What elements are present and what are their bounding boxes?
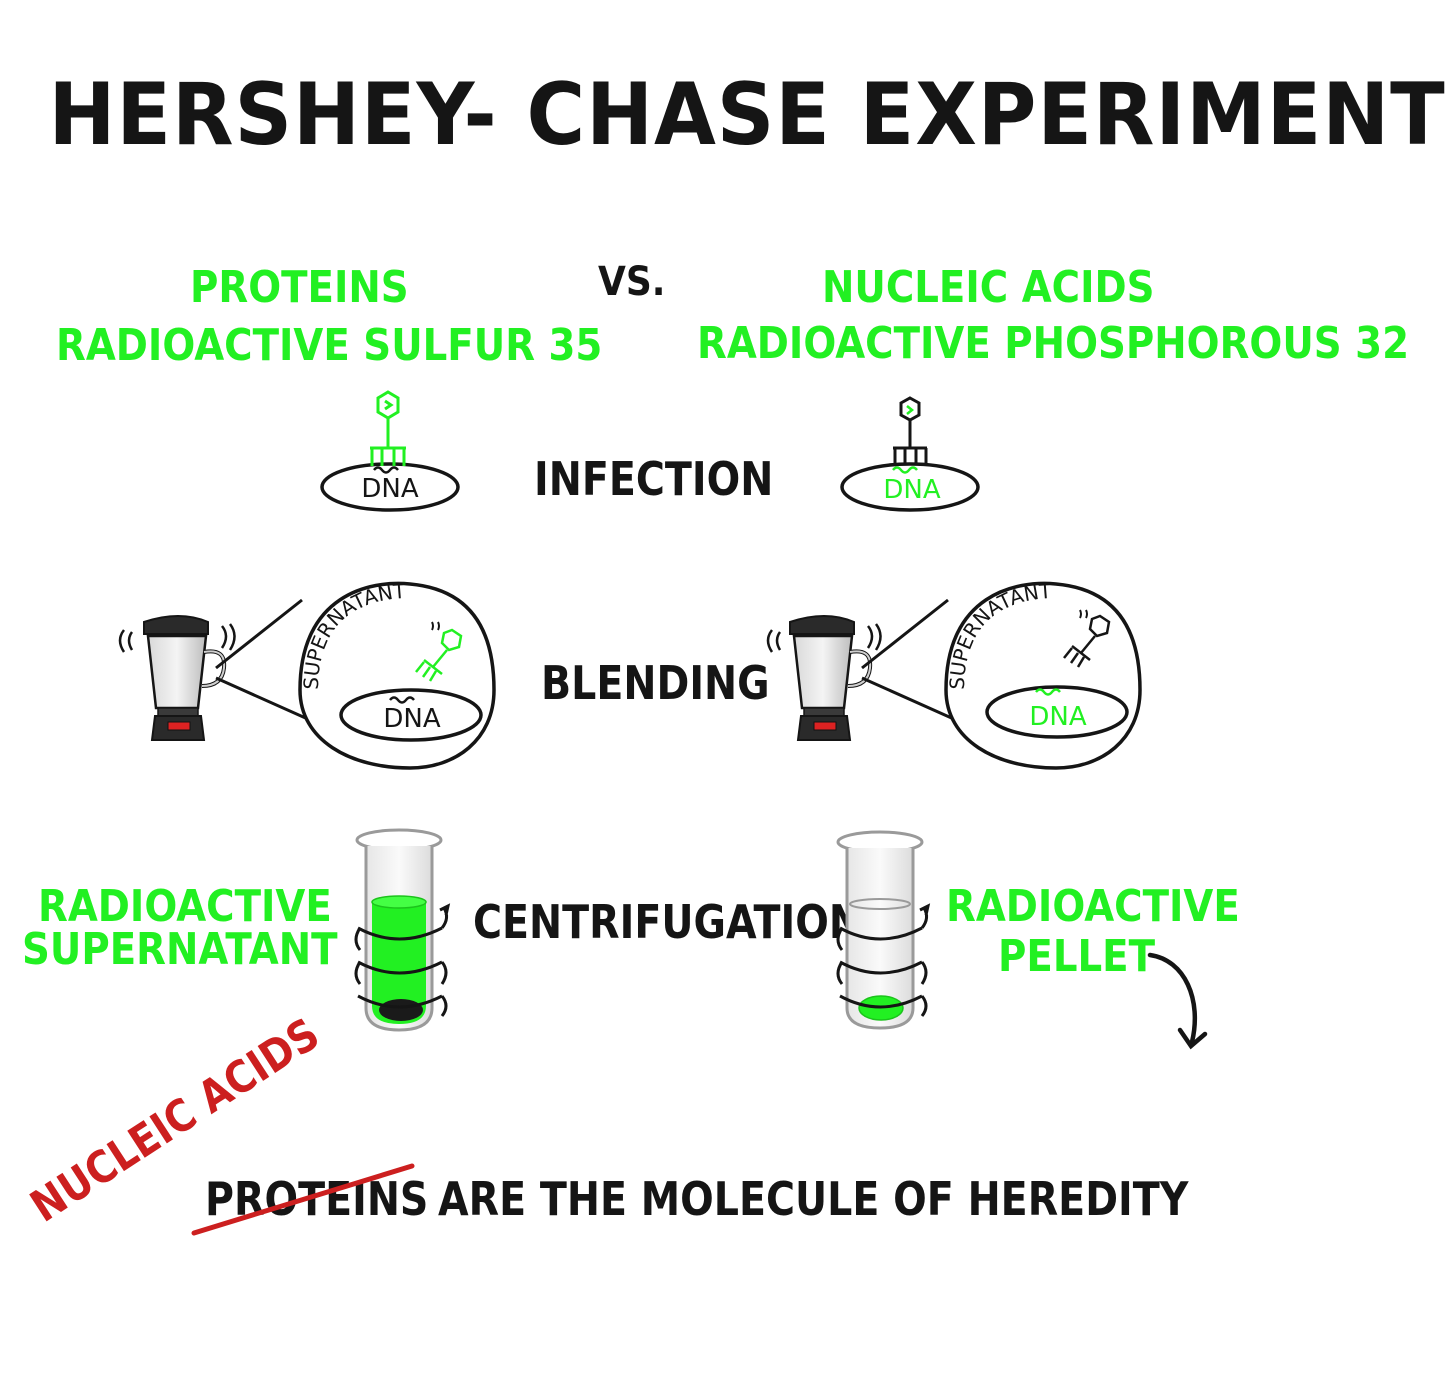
left-result-line1: RADIOACTIVE <box>38 881 332 932</box>
bacterium-cell-right <box>840 462 980 512</box>
bacterium-blend-left <box>339 688 483 742</box>
phage-left-green <box>370 390 406 466</box>
blender-right <box>766 615 882 741</box>
strikethrough-line <box>191 1163 415 1236</box>
injected-dna-left <box>373 466 399 474</box>
infection-left-dna-label: DNA <box>361 474 418 504</box>
blending-right-callout: SUPERNATANT DNA <box>861 579 1142 770</box>
infection-right-group: DNA <box>840 396 980 512</box>
blending-right-dna-label: DNA <box>1029 702 1086 732</box>
curved-arrow-down <box>1147 952 1208 1050</box>
right-isotope: RADIOACTIVE PHOSPHOROUS 32 <box>697 318 1410 369</box>
infection-right-dna-label: DNA <box>883 475 940 505</box>
right-result-line1: RADIOACTIVE <box>946 881 1240 932</box>
step-infection: INFECTION <box>534 452 774 506</box>
spin-arrows-right <box>836 903 931 1017</box>
injected-dna-right <box>892 466 918 474</box>
left-heading: PROTEINS <box>190 262 409 313</box>
diagram-drawings: DNA DNA <box>118 390 1208 1236</box>
right-result-line2: PELLET <box>998 931 1156 982</box>
tube-right <box>836 830 931 1030</box>
page-title: HERSHEY- CHASE EXPERIMENT <box>48 65 1446 165</box>
left-isotope: RADIOACTIVE SULFUR 35 <box>56 320 603 371</box>
blender-left <box>118 615 236 741</box>
bacterium-blend-right <box>985 685 1129 739</box>
step-centrifugation: CENTRIFUGATION <box>473 895 862 949</box>
left-result-line2: SUPERNATANT <box>22 924 338 975</box>
blending-left-dna-label: DNA <box>383 704 440 734</box>
blending-left-callout: SUPERNATANT DNA <box>215 579 496 770</box>
empty-phage-coat-left <box>415 621 463 682</box>
vs-label: VS. <box>598 259 666 305</box>
conclusion-rest: ARE THE MOLECULE OF HEREDITY <box>438 1172 1189 1226</box>
bacterium-cell-left <box>320 462 460 512</box>
right-heading: NUCLEIC ACIDS <box>822 262 1155 313</box>
conclusion-struck-word: PROTEINS <box>205 1172 429 1226</box>
spin-arrows-left <box>354 903 451 1017</box>
tube-left <box>354 828 451 1032</box>
empty-phage-coat-right <box>1063 609 1111 668</box>
infection-left-group: DNA <box>320 390 460 512</box>
step-blending: BLENDING <box>541 656 770 710</box>
phage-right-black <box>893 396 928 464</box>
